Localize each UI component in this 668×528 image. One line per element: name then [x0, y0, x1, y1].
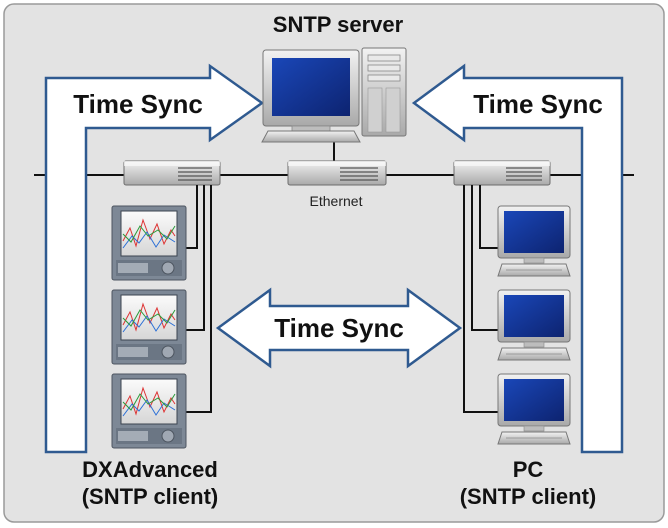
center-time-sync-label: Time Sync	[274, 313, 404, 343]
left-client-name: DXAdvanced	[82, 457, 218, 482]
left-time-sync-label: Time Sync	[73, 89, 203, 119]
center-hub-icon	[287, 160, 387, 186]
center-time-sync-arrow	[215, 287, 463, 369]
pc-3-icon	[497, 373, 571, 445]
left-hub-icon	[123, 160, 221, 186]
left-cabling	[186, 185, 212, 413]
pc-1-icon	[497, 205, 571, 277]
pc-2-icon	[497, 289, 571, 361]
right-client-role: (SNTP client)	[459, 484, 597, 509]
server-label: SNTP server	[272, 12, 404, 37]
server-icon	[261, 47, 407, 143]
right-time-sync-label: Time Sync	[473, 89, 603, 119]
right-client-name: PC	[512, 457, 544, 482]
right-cabling	[463, 185, 500, 413]
left-time-sync-arrow	[44, 63, 265, 454]
left-client-role: (SNTP client)	[81, 484, 219, 509]
recorder-1-icon	[111, 205, 187, 281]
recorder-3-icon	[111, 373, 187, 449]
right-hub-icon	[453, 160, 551, 186]
right-time-sync-arrow	[411, 63, 624, 454]
recorder-2-icon	[111, 289, 187, 365]
ethernet-label: Ethernet	[309, 193, 363, 209]
